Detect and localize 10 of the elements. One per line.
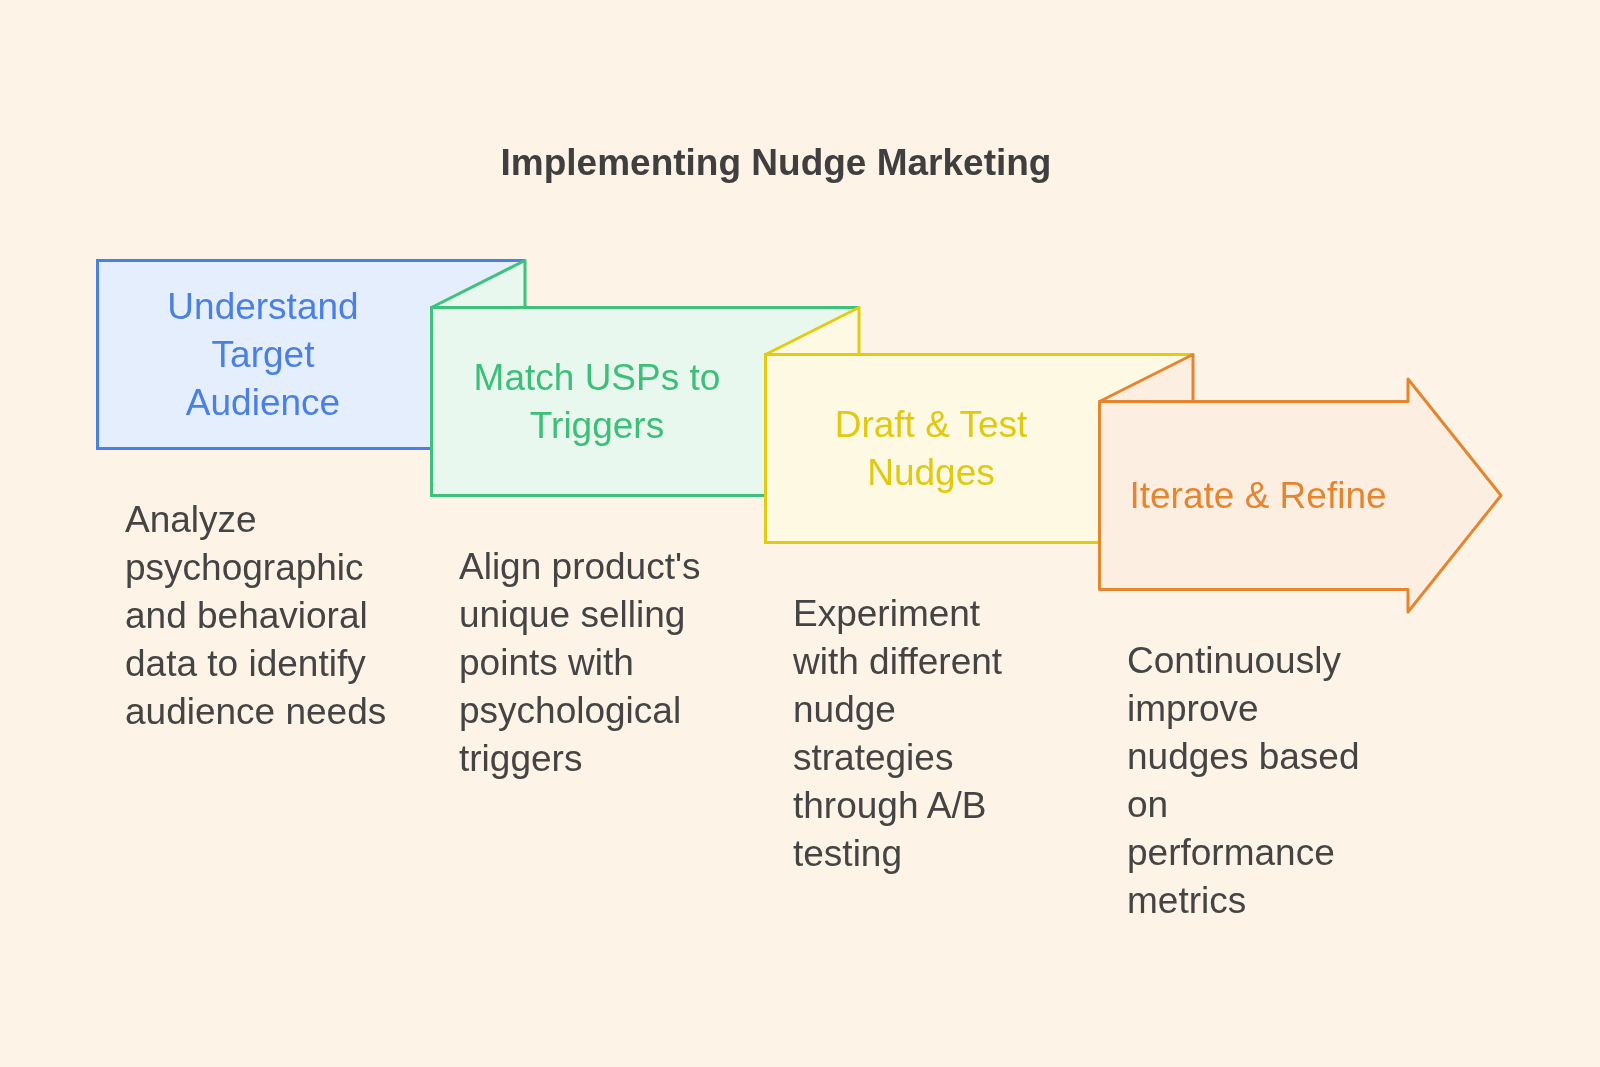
- step-arrow: [1098, 353, 1504, 615]
- step-title: Draft & Test Nudges: [833, 402, 1029, 495]
- step-description: Analyze psychographic and behavioral data to identify audience needs: [125, 498, 388, 734]
- diagram-title: Implementing Nudge Marketing: [499, 141, 1053, 185]
- step-title: Understand Target Audience: [166, 284, 360, 425]
- step-title: Iterate & Refine: [1128, 473, 1388, 518]
- step-description: Align product's unique selling points with psychological triggers: [459, 545, 702, 781]
- step-description: Continuously improve nudges based on performance metrics: [1127, 639, 1361, 923]
- step-description: Experiment with different nudge strategies through A/B testing: [793, 592, 1004, 876]
- step-title: Match USPs to Triggers: [472, 355, 722, 448]
